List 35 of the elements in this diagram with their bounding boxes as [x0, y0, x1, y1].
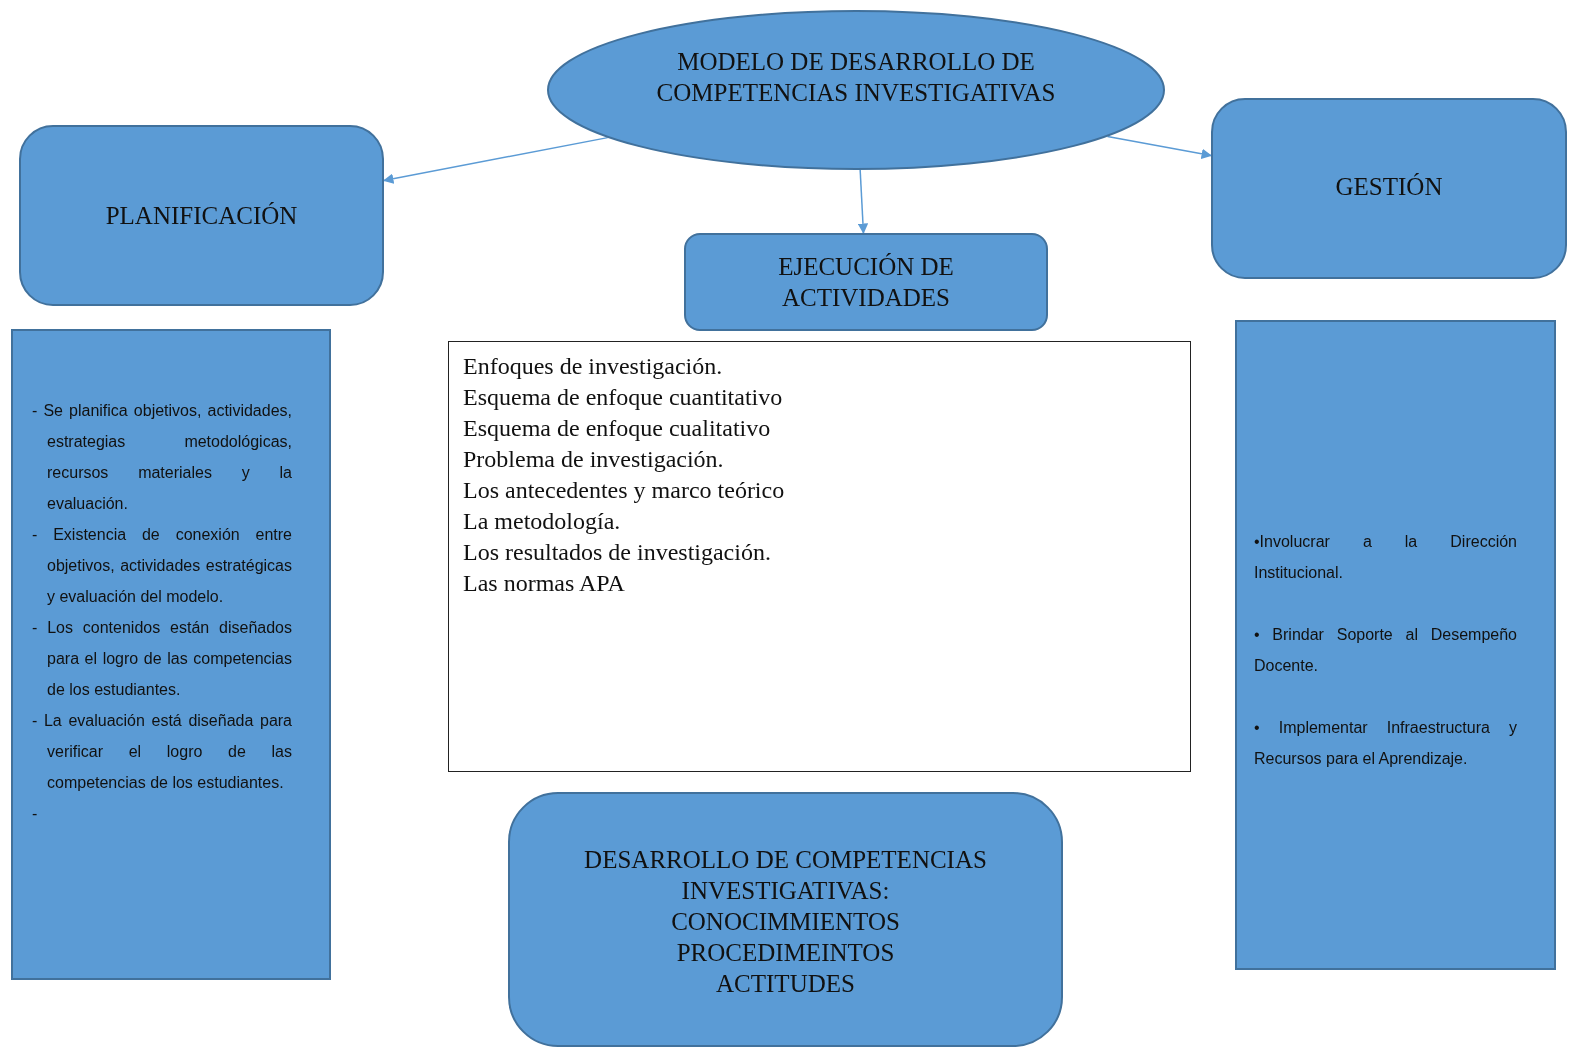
node-text: Problema de investigación.	[463, 445, 725, 474]
node-text: Esquema de enfoque cualitativo	[463, 414, 772, 443]
list-item: - Se planifica objetivos, actividades, estrategias metodológicas, recursos materiales y la evaluación.	[32, 401, 292, 514]
node-text: PLANIFICACIÓN	[104, 201, 299, 231]
rounded-box	[684, 233, 1048, 331]
rounded-box	[1211, 98, 1567, 279]
node-text: Esquema de enfoque cuantitativo	[463, 383, 784, 412]
ellipse-node	[547, 10, 1165, 170]
node-text: Los antecedentes y marco teórico	[463, 476, 786, 505]
node-text: La metodología.	[463, 507, 622, 536]
node-text: DESARROLLO DE COMPETENCIAS INVESTIGATIVAS:	[583, 845, 988, 906]
list-item: • Brindar Soporte al Desempeño Docente.	[1254, 625, 1517, 676]
list-item: • Implementar Infraestructura y Recursos para el Aprendizaje.	[1254, 718, 1517, 769]
list-item: •Involucrar a la Dirección Institucional.	[1254, 532, 1517, 583]
arrow	[382, 136, 609, 184]
list-item: -	[32, 804, 39, 824]
list-item: - Existencia de conexión entre objetivos, actividades estratégicas y evaluación del modelo.	[32, 525, 292, 607]
panel	[1235, 320, 1556, 970]
node-text: Los resultados de investigación.	[463, 538, 772, 567]
node-text: Las normas APA	[463, 569, 626, 598]
rounded-box	[19, 125, 384, 306]
node-text: EJECUCIÓN DE ACTIVIDADES	[777, 252, 955, 313]
node-text: PROCEDIMEINTOS	[675, 938, 896, 968]
text-box	[448, 341, 1191, 772]
panel	[11, 329, 331, 980]
node-text: CONOCIMMIENTOS	[670, 907, 901, 937]
node-text: Enfoques de investigación.	[463, 352, 724, 381]
node-text: MODELO DE DESARROLLO DE COMPETENCIAS INVESTIGATIVAS	[655, 47, 1057, 108]
list-item: - Los contenidos están diseñados para el logro de las competencias de los estudiantes.	[32, 618, 292, 700]
arrow	[1106, 135, 1213, 160]
list-item: - La evaluación está diseñada para verificar el logro de las competencias de los estudiantes.	[32, 711, 292, 793]
rounded-box	[508, 792, 1063, 1047]
arrow	[857, 169, 869, 235]
node-text: ACTITUDES	[715, 969, 856, 999]
node-text: GESTIÓN	[1334, 172, 1444, 202]
